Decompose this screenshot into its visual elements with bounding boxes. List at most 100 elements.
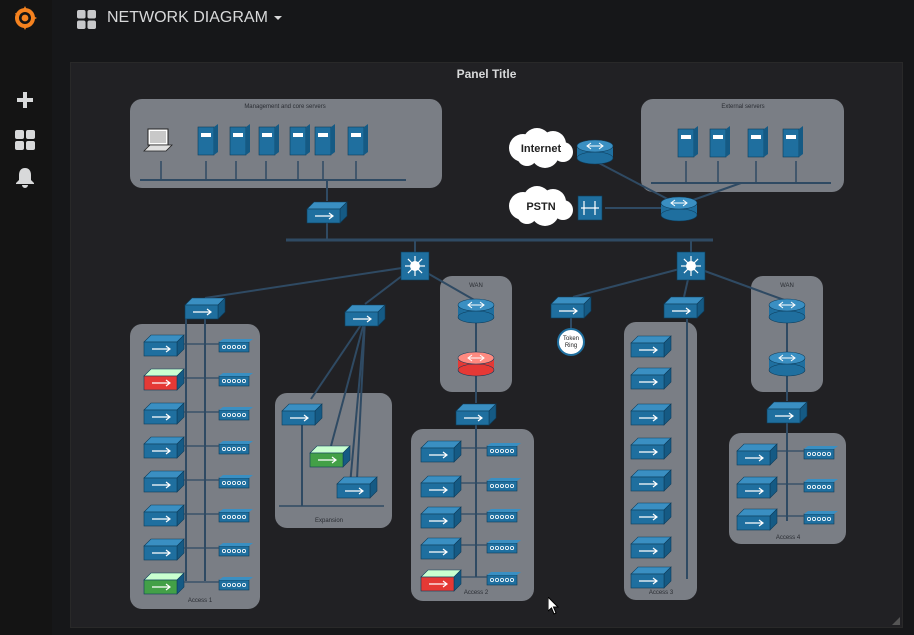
- hub-icon: [218, 577, 253, 591]
- switch-icon: [281, 403, 323, 426]
- token-ring-label: Token: [563, 336, 579, 342]
- switch-icon: [344, 304, 386, 327]
- pbx-icon: [577, 195, 603, 221]
- dashboard-title: NETWORK DIAGRAM: [107, 9, 268, 26]
- switch-icon: [143, 368, 185, 391]
- server-icon: [747, 126, 768, 158]
- server-icon: [782, 126, 803, 158]
- token-ring-icon: [557, 328, 585, 356]
- switch-icon: [420, 475, 462, 498]
- mgmt-servers-group: [130, 99, 442, 188]
- switch-icon: [630, 437, 672, 460]
- hub-icon: [486, 478, 521, 492]
- switch-icon: [766, 401, 808, 424]
- dashboards-grid-icon: [77, 10, 96, 34]
- router-icon: [457, 298, 495, 324]
- switch-icon: [736, 443, 778, 466]
- router-icon: [768, 298, 806, 324]
- switch-icon: [143, 572, 185, 595]
- panel-title[interactable]: Panel Title: [456, 67, 517, 81]
- wan-right-group-label: WAN: [780, 283, 794, 289]
- switch-icon: [420, 569, 462, 592]
- layer3-switch-icon: [676, 251, 706, 281]
- hub-icon: [218, 509, 253, 523]
- switch-icon: [630, 566, 672, 589]
- switch-icon: [184, 297, 226, 320]
- external-servers-group: [641, 99, 844, 192]
- side-menu: [0, 0, 52, 635]
- connection-line: [310, 318, 366, 400]
- token-ring-label: Ring: [565, 343, 577, 349]
- switch-icon: [143, 402, 185, 425]
- pstn-cloud: [509, 186, 573, 226]
- resize-handle-icon[interactable]: [892, 617, 900, 625]
- switch-icon: [736, 476, 778, 499]
- hub-icon: [803, 511, 838, 525]
- top-navbar: NETWORK DIAGRAM: [52, 0, 914, 48]
- internet-cloud: [509, 128, 573, 168]
- layer3-switch-icon: [400, 251, 430, 281]
- connection-line: [204, 265, 416, 299]
- internet-cloud-label: Internet: [521, 143, 562, 155]
- access3-group-label: Access 3: [649, 590, 674, 596]
- hub-icon: [218, 475, 253, 489]
- hub-icon: [218, 339, 253, 353]
- switch-icon: [420, 537, 462, 560]
- switch-icon: [306, 201, 348, 224]
- grafana-logo-icon[interactable]: [10, 3, 40, 33]
- bell-icon[interactable]: [10, 163, 40, 193]
- connection-line: [356, 318, 366, 480]
- mgmt-servers-group-label: Management and core servers: [244, 104, 325, 110]
- switch-icon: [336, 476, 378, 499]
- hub-icon: [486, 509, 521, 523]
- network-diagram: Management and core servers External serv…: [130, 99, 846, 609]
- switch-icon: [143, 504, 185, 527]
- router-icon: [660, 196, 698, 222]
- hub-icon: [486, 443, 521, 457]
- expansion-group-label: Expansion: [315, 518, 343, 524]
- switch-icon: [143, 470, 185, 493]
- server-icon: [347, 124, 368, 156]
- switch-icon: [630, 335, 672, 358]
- access3-group: [624, 322, 697, 600]
- access2-group-label: Access 2: [464, 590, 489, 596]
- wan-left-group-label: WAN: [469, 283, 483, 289]
- mouse-cursor-icon: [548, 597, 560, 615]
- hub-icon: [218, 407, 253, 421]
- router-icon: [576, 139, 614, 165]
- external-servers-group-label: External servers: [721, 104, 764, 110]
- switch-icon: [630, 502, 672, 525]
- switch-icon: [143, 538, 185, 561]
- switch-icon: [143, 436, 185, 459]
- hub-icon: [486, 572, 521, 586]
- access4-group-label: Access 4: [776, 535, 801, 541]
- connection-line: [348, 318, 366, 497]
- plus-icon[interactable]: [10, 85, 40, 115]
- switch-icon: [630, 367, 672, 390]
- caret-down-icon: [273, 15, 282, 20]
- dashboard-title-dropdown[interactable]: NETWORK DIAGRAM: [107, 8, 282, 28]
- hub-icon: [486, 540, 521, 554]
- switch-icon: [630, 536, 672, 559]
- router-icon: [457, 351, 495, 377]
- server-icon: [289, 124, 310, 156]
- server-icon: [197, 124, 218, 156]
- switch-icon: [420, 440, 462, 463]
- hub-icon: [218, 543, 253, 557]
- hub-icon: [803, 446, 838, 460]
- server-icon: [677, 126, 698, 158]
- connection-line: [330, 318, 366, 447]
- connection-line: [690, 265, 788, 302]
- access1-group-label: Access 1: [188, 598, 213, 604]
- hub-icon: [218, 373, 253, 387]
- connection-line: [594, 160, 680, 206]
- dashboards-grid-icon[interactable]: [10, 125, 40, 155]
- switch-icon: [309, 445, 351, 468]
- hub-icon: [803, 479, 838, 493]
- access1-group: [130, 324, 260, 609]
- switch-icon: [630, 469, 672, 492]
- workstation-icon: [143, 128, 173, 152]
- server-icon: [709, 126, 730, 158]
- switch-icon: [550, 296, 592, 319]
